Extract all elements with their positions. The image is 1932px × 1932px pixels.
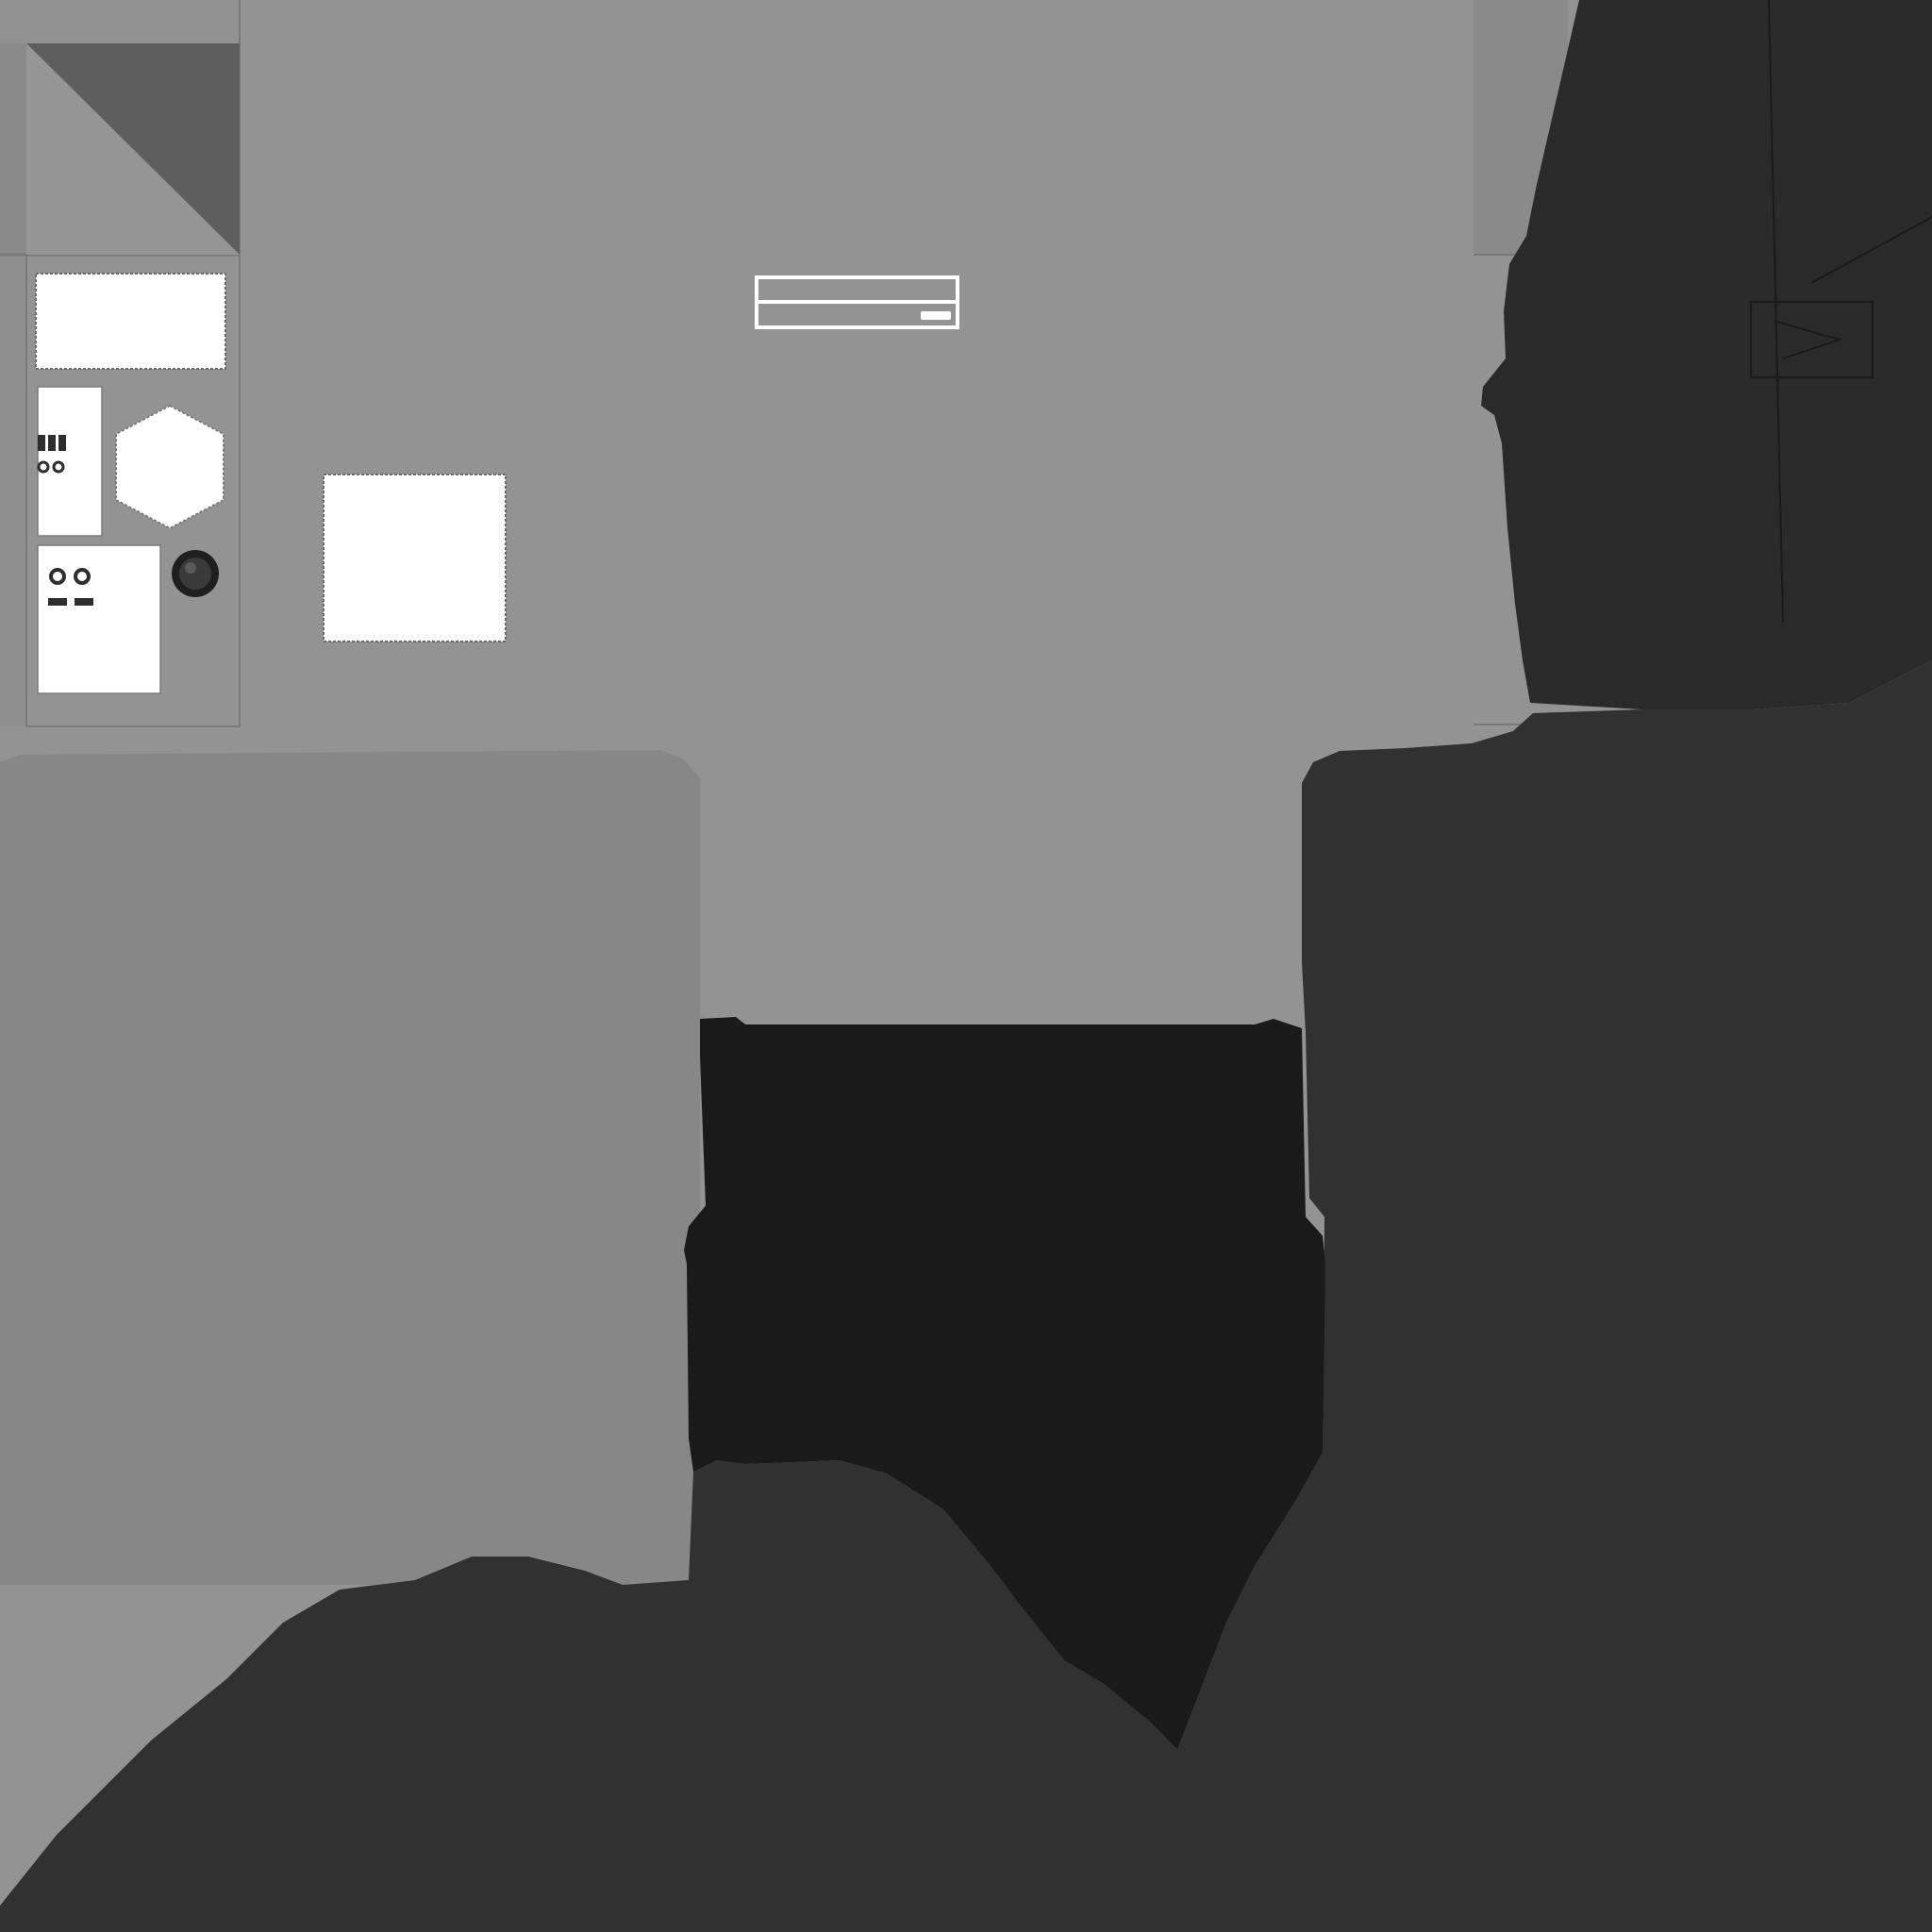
- left-lower-gray-block: [0, 750, 700, 1585]
- slot-indicator: [921, 311, 951, 320]
- control-dial: [52, 460, 65, 474]
- white-rectangle-label: [35, 273, 226, 370]
- top-slot-bar: [755, 275, 959, 329]
- control-slot: [75, 598, 93, 606]
- right-dark-detail: [1750, 0, 1932, 624]
- control-dial: [49, 568, 66, 585]
- control-dial: [37, 460, 50, 474]
- bottom-dark-shape: [0, 660, 1932, 1932]
- control-dial: [74, 568, 91, 585]
- large-control-panel: [37, 544, 161, 694]
- control-switch: [48, 435, 56, 451]
- round-knob: [172, 550, 219, 597]
- floating-square-patch: [323, 474, 507, 642]
- control-slot: [48, 598, 67, 606]
- hexagon-patch: [115, 404, 225, 530]
- control-switch: [58, 435, 66, 451]
- center-black-block: [684, 1017, 1325, 1750]
- right-dark-shape: [1481, 0, 1932, 709]
- small-control-panel: [37, 386, 103, 537]
- diagonal-corner-light: [26, 43, 240, 255]
- control-switch: [38, 435, 45, 451]
